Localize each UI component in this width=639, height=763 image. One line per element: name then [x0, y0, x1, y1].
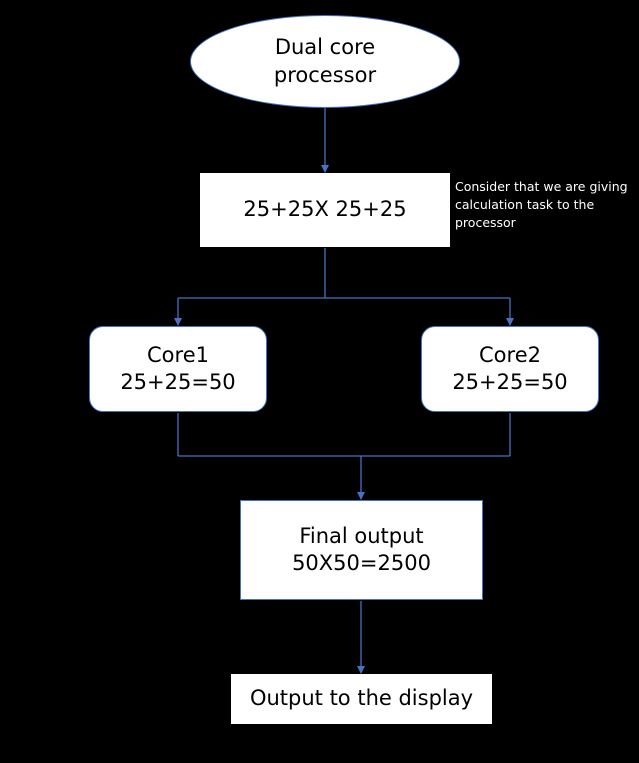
start-node-line2: processor [273, 62, 377, 87]
task-annotation-note: Consider that we are giving calculation … [455, 178, 635, 232]
core1-calculation: 25+25=50 [120, 370, 236, 394]
note-line2: calculation task to the [455, 197, 595, 213]
core2-node: Core2 25+25=50 [421, 326, 599, 412]
calculation-task-node: 25+25X 25+25 [200, 173, 450, 247]
final-output-title: Final output [299, 523, 424, 548]
output-to-display-node: Output to the display [231, 674, 492, 724]
dual-core-processor-node: Dual core processor [190, 15, 460, 108]
note-line3: processor [455, 215, 516, 231]
task-node-text: 25+25X 25+25 [243, 197, 407, 222]
display-node-text: Output to the display [249, 686, 474, 711]
core1-node: Core1 25+25=50 [89, 326, 267, 412]
core1-title: Core1 [147, 342, 209, 367]
final-output-calculation: 50X50=2500 [292, 551, 431, 575]
core2-calculation: 25+25=50 [452, 370, 568, 394]
final-output-node: Final output 50X50=2500 [240, 500, 483, 600]
start-node-line1: Dual core [274, 35, 376, 60]
note-line1: Consider that we are giving [455, 179, 628, 194]
core2-title: Core2 [479, 342, 541, 367]
